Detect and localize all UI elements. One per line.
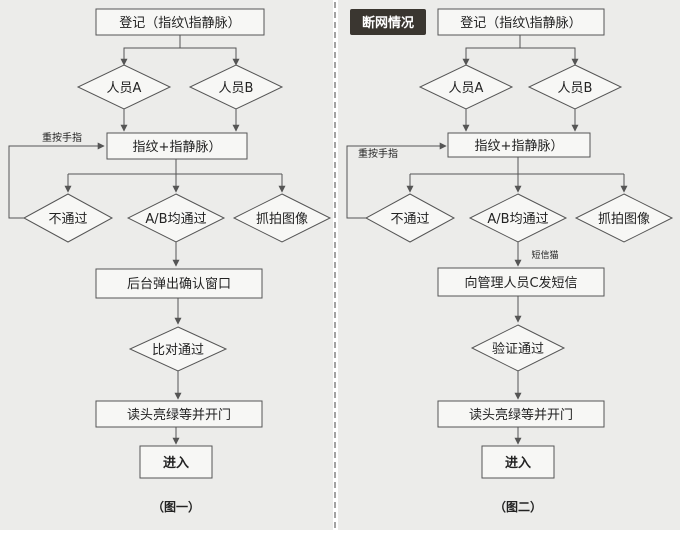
caption-right: （图二） xyxy=(494,499,542,514)
left-flowchart xyxy=(8,8,332,479)
repress-label: 重按手指 xyxy=(42,131,82,144)
both-pass-diamond xyxy=(468,193,568,243)
left-labels: 登记（指纹\指静脉） 人员A 人员B 指纹+指静脉） 重按手指 不通过 A/B均… xyxy=(42,16,308,514)
capture-label: 抓拍图像 xyxy=(256,212,308,227)
register-box xyxy=(437,8,605,36)
fail-diamond xyxy=(364,193,456,243)
enter-box xyxy=(481,445,555,479)
sms-cat-label: 短信猫 xyxy=(531,249,558,261)
compare-pass-diamond xyxy=(128,326,228,372)
enter-label: 进入 xyxy=(163,456,189,471)
capture-label: 抓拍图像 xyxy=(598,212,650,227)
fail-diamond xyxy=(22,193,114,243)
loop-back-arrow xyxy=(346,142,447,219)
right-labels: 断网情况 登记（指纹\指静脉） 人员A 人员B 指纹+指静脉） 重按手指 不通过… xyxy=(358,15,650,514)
person-a-label: 人员A xyxy=(107,81,142,96)
both-pass-label: A/B均通过 xyxy=(487,212,548,227)
finger-input-label: 指纹+指静脉） xyxy=(133,140,222,155)
person-b-label: 人员B xyxy=(219,81,254,96)
connector xyxy=(410,157,624,175)
offline-badge-label: 断网情况 xyxy=(362,15,414,31)
register-box xyxy=(95,8,265,36)
send-sms-label: 向管理人员C发短信 xyxy=(464,275,577,291)
capture-diamond xyxy=(232,193,332,243)
repress-label: 重按手指 xyxy=(358,147,398,160)
confirm-window-box xyxy=(95,268,263,299)
fail-label: 不通过 xyxy=(390,212,429,227)
verify-pass-label: 验证通过 xyxy=(492,341,544,357)
loop-back-arrow xyxy=(8,142,105,219)
person-b-diamond xyxy=(188,64,284,110)
compare-pass-label: 比对通过 xyxy=(152,343,204,358)
finger-input-box xyxy=(106,132,248,160)
arrow xyxy=(520,47,579,66)
fail-label: 不通过 xyxy=(48,212,87,227)
offline-badge xyxy=(350,9,426,35)
finger-input-box xyxy=(447,132,591,158)
person-a-diamond xyxy=(76,64,172,110)
enter-box xyxy=(139,445,213,479)
reader-light-box xyxy=(437,400,605,428)
verify-pass-diamond xyxy=(470,324,566,372)
caption-left: （图一） xyxy=(152,499,200,514)
person-a-diamond xyxy=(418,64,514,110)
capture-diamond xyxy=(574,193,674,243)
confirm-window-label: 后台弹出确认窗口 xyxy=(127,276,231,292)
both-pass-diamond xyxy=(126,193,226,243)
register-label: 登记（指纹\指静脉） xyxy=(460,16,581,31)
person-b-diamond xyxy=(527,64,623,110)
send-sms-box xyxy=(437,267,605,297)
both-pass-label: A/B均通过 xyxy=(145,212,206,227)
reader-light-label: 读头亮绿等并开门 xyxy=(469,407,573,423)
person-a-label: 人员A xyxy=(449,81,484,96)
person-b-label: 人员B xyxy=(558,81,593,96)
enter-label: 进入 xyxy=(505,456,531,471)
finger-input-label: 指纹+指静脉） xyxy=(475,139,564,154)
reader-light-label: 读头亮绿等并开门 xyxy=(127,407,231,423)
register-label: 登记（指纹\指静脉） xyxy=(119,16,240,31)
arrow xyxy=(462,35,521,66)
connector xyxy=(68,159,282,175)
right-flowchart xyxy=(346,8,674,479)
arrow xyxy=(120,35,181,66)
arrow xyxy=(180,47,240,66)
reader-light-box xyxy=(95,400,263,428)
